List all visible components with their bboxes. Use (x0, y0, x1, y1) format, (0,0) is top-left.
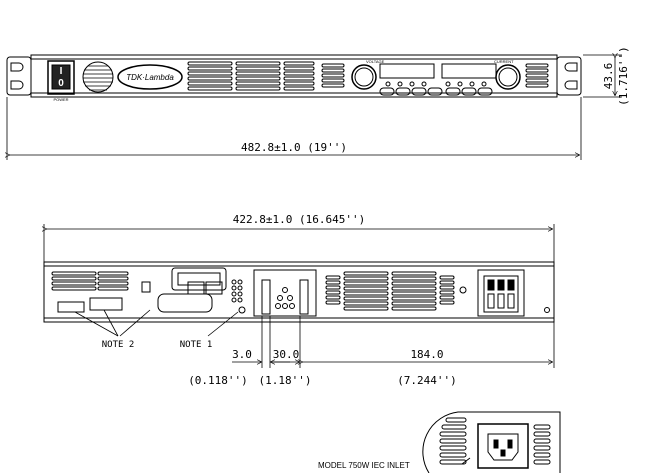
negative-bus-bar (261, 279, 271, 315)
ground-screw (238, 306, 246, 314)
rear-width-dimension (44, 224, 555, 262)
mounting-hole (459, 286, 467, 294)
dip-switch (89, 297, 123, 311)
current-display (441, 63, 497, 79)
fan-grille (82, 61, 114, 93)
voltage-label: VOLTAGE (366, 59, 385, 64)
switch-off-label: 0 (58, 78, 64, 89)
gpib-connector (171, 267, 227, 291)
dim-b-inch-text: (1.18'') (259, 374, 312, 387)
power-switch (47, 60, 75, 95)
rear-left-vents (51, 271, 129, 291)
right-vents (525, 63, 549, 88)
rear-right-vents (325, 271, 455, 311)
front-width-dimension (7, 97, 582, 160)
rear-vent-holes (231, 279, 243, 303)
front-panel-view (6, 54, 582, 98)
dc-output-area (253, 269, 317, 317)
dim-a-inch-text: (0.118'') (188, 374, 248, 387)
front-height-text: 43.6 (602, 63, 615, 90)
voltage-display (379, 63, 435, 79)
front-vents (187, 61, 345, 91)
iec-inlet-detail (422, 411, 561, 473)
brand-text: TDK·Lambda (126, 73, 174, 82)
brand-logo (117, 64, 183, 90)
dim-c-text: 184.0 (410, 348, 443, 361)
front-panel-body (30, 54, 558, 98)
positive-bus-bar (299, 279, 309, 315)
dim-c-inch-text: (7.244'') (397, 374, 457, 387)
rear-width-text: 422.8±1.0 (16.645'') (233, 213, 365, 226)
front-width-text: 482.8±1.0 (19'') (241, 141, 347, 154)
current-knob (495, 64, 521, 90)
dip-switch-small (141, 281, 151, 293)
rj45-connector-2 (205, 281, 223, 295)
voltage-knob (351, 64, 377, 90)
rear-panel-body (43, 261, 555, 323)
front-height-dimension (583, 55, 622, 98)
bus-bar-holes (275, 287, 295, 309)
indicator-leds (385, 81, 487, 87)
front-buttons (379, 87, 493, 96)
dim-b-text: 30.0 (273, 348, 300, 361)
note-1-label: NOTE 1 (180, 340, 213, 350)
iec-socket (477, 423, 529, 469)
inlet-vents (439, 417, 551, 465)
dim-a-text: 3.0 (232, 348, 252, 361)
db25-connector (157, 293, 213, 313)
inlet-label: MODEL 750W IEC INLET (318, 461, 410, 470)
switch-on-label: I (60, 66, 63, 77)
ac-input-terminal (477, 269, 525, 317)
front-height-inch-text: (1.716'') (617, 46, 630, 106)
current-label: CURRENT (494, 59, 514, 64)
analog-terminal (57, 301, 85, 313)
note-2-label: NOTE 2 (102, 340, 135, 350)
power-label: POWER (53, 97, 68, 102)
rear-offset-dimensions (232, 316, 555, 368)
rear-panel-view (43, 261, 555, 323)
rj45-connector-1 (187, 281, 205, 295)
note-leaders (74, 309, 239, 337)
